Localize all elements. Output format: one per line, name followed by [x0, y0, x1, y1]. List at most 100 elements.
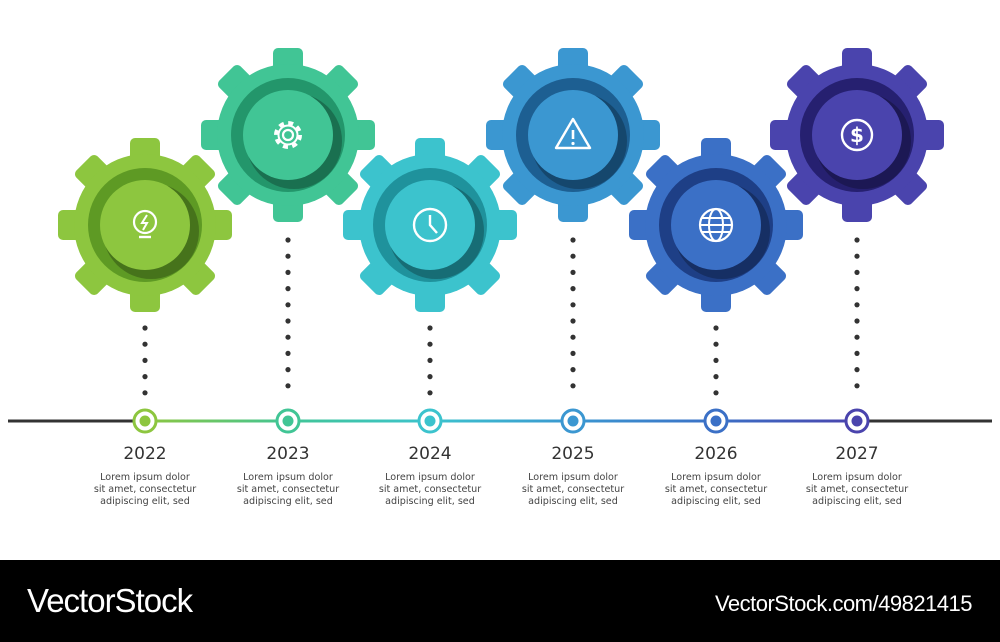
- connector-dot: [570, 253, 576, 259]
- timeline-marker-2023: [275, 408, 301, 434]
- connector-dot: [285, 367, 291, 373]
- connector-dot: [713, 374, 719, 380]
- connector-dot: [570, 286, 576, 292]
- connector-dot: [285, 383, 291, 389]
- lightbulb-icon: [132, 209, 158, 239]
- year-label: 2027: [835, 444, 879, 464]
- connector-dot: [854, 318, 860, 324]
- description-line: sit amet, consectetur: [236, 484, 340, 495]
- connector-dot: [713, 357, 719, 363]
- connector-dot: [854, 367, 860, 373]
- connector-dot: [854, 334, 860, 340]
- gear-2025: [486, 48, 660, 222]
- connector-dot: [713, 325, 719, 331]
- connector-dot: [285, 318, 291, 324]
- connector-dot: [285, 237, 291, 243]
- connector-dot: [285, 350, 291, 356]
- connector-dot: [570, 383, 576, 389]
- connector-dot: [713, 390, 719, 396]
- connector-dot: [854, 253, 860, 259]
- timeline-marker-2027: [844, 408, 870, 434]
- description-line: adipiscing elit, sed: [812, 496, 902, 507]
- connector-dot: [570, 334, 576, 340]
- description-line: adipiscing elit, sed: [100, 496, 190, 507]
- connector-dot: [570, 302, 576, 308]
- gear-icon: [274, 121, 302, 149]
- timeline-segment: [430, 419, 573, 423]
- connector-dot: [142, 374, 148, 380]
- connector-dot: [427, 325, 433, 331]
- connector-dot: [570, 367, 576, 373]
- year-label: 2023: [266, 444, 310, 464]
- brand-logo: VectorStock: [27, 582, 193, 619]
- connector-dot: [854, 383, 860, 389]
- connector-dot: [854, 286, 860, 292]
- year-label: 2026: [694, 444, 738, 464]
- connector-dot: [427, 357, 433, 363]
- description-line: Lorem ipsum dolor: [671, 472, 761, 483]
- description-line: sit amet, consectetur: [805, 484, 909, 495]
- connector-dot: [285, 286, 291, 292]
- clock-icon: [412, 207, 448, 243]
- connector-dot: [142, 357, 148, 363]
- footer-bar: VectorStock VectorStock.com/49821415: [0, 560, 1000, 642]
- gear-2024: [343, 138, 517, 312]
- connector-dot: [570, 318, 576, 324]
- description-line: Lorem ipsum dolor: [385, 472, 475, 483]
- gear-2026: [629, 138, 803, 312]
- year-label: 2025: [551, 444, 595, 464]
- connector-dot: [285, 269, 291, 275]
- connector-dot: [713, 341, 719, 347]
- dollar-icon: $: [840, 118, 874, 152]
- description-line: Lorem ipsum dolor: [243, 472, 333, 483]
- connector-dot: [142, 325, 148, 331]
- timeline-segment: [288, 419, 430, 423]
- year-label: 2024: [408, 444, 452, 464]
- description-line: sit amet, consectetur: [93, 484, 197, 495]
- gear-2023: [201, 48, 375, 222]
- connector-dot: [854, 302, 860, 308]
- gear-2027: $: [770, 48, 944, 222]
- timeline-marker-2024: [417, 408, 443, 434]
- description-line: sit amet, consectetur: [664, 484, 768, 495]
- description-line: Lorem ipsum dolor: [528, 472, 618, 483]
- connector-dot: [427, 390, 433, 396]
- timeline-marker-2025: [560, 408, 586, 434]
- connector-dot: [570, 269, 576, 275]
- timeline-graphic: $: [8, 48, 992, 434]
- connector-dot: [285, 334, 291, 340]
- svg-text:$: $: [850, 123, 864, 147]
- connector-dot: [142, 390, 148, 396]
- warning-icon: [554, 117, 592, 150]
- connector-dot: [570, 237, 576, 243]
- image-url: VectorStock.com/49821415: [714, 591, 973, 616]
- description-line: sit amet, consectetur: [378, 484, 482, 495]
- year-label: 2022: [123, 444, 167, 464]
- connector-dot: [854, 269, 860, 275]
- connector-dot: [142, 341, 148, 347]
- description-line: Lorem ipsum dolor: [100, 472, 190, 483]
- timeline-segment: [145, 419, 288, 423]
- connector-dot: [854, 237, 860, 243]
- connector-dot: [854, 350, 860, 356]
- connector-dot: [285, 302, 291, 308]
- timeline-marker-2022: [132, 408, 158, 434]
- connector-dot: [427, 374, 433, 380]
- timeline-segment: [573, 419, 716, 423]
- globe-icon: [698, 207, 734, 243]
- description-line: adipiscing elit, sed: [385, 496, 475, 507]
- connector-dot: [570, 350, 576, 356]
- timeline-segment: [716, 419, 857, 423]
- description-line: sit amet, consectetur: [521, 484, 625, 495]
- description-line: adipiscing elit, sed: [671, 496, 761, 507]
- connector-dot: [285, 253, 291, 259]
- gear-2022: [58, 138, 232, 312]
- timeline-marker-2026: [703, 408, 729, 434]
